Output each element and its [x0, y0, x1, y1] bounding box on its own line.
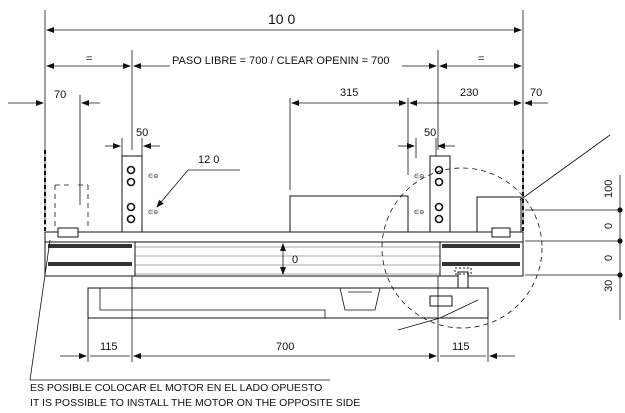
bracket-left: ∈⊖ ∈⊖: [121, 155, 158, 233]
equal-right-label: =: [478, 53, 484, 65]
bracket-right-glyph-2: ∈⊖: [414, 209, 424, 216]
dim-115-left-label: 115: [100, 341, 118, 353]
detail-circle: [381, 134, 611, 331]
dim-120-leader: 12 0: [156, 154, 240, 208]
dim-right-chain: 315 230 70: [289, 87, 548, 190]
bracket-left-glyph: ∈⊖: [148, 173, 158, 180]
equal-left-label: =: [86, 53, 92, 65]
clear-opening-dimension: PASO LIBRE = 700 / CLEAR OPENIN = 700 = …: [46, 50, 522, 150]
note-spanish: ES POSIBLE COLOCAR EL MOTOR EN EL LADO O…: [30, 382, 322, 394]
dim-120-label: 12 0: [198, 154, 219, 166]
dim-700-label: 700: [276, 341, 294, 353]
dim-230-label: 230: [460, 87, 478, 99]
dim-50-left: 50: [105, 127, 160, 158]
clear-opening-label: PASO LIBRE = 700 / CLEAR OPENIN = 700: [172, 55, 389, 67]
bracket-left-glyph-2: ∈⊖: [148, 209, 158, 216]
dim-70-right-label: 70: [530, 87, 542, 99]
bracket-right: ∈⊖ ∈⊖: [414, 155, 451, 233]
dim-50-right-label: 50: [424, 127, 436, 139]
note-english: IT IS POSSIBLE TO INSTALL THE MOTOR ON T…: [30, 397, 360, 409]
dim-70-left: 70: [8, 89, 100, 205]
dim-0-a-label: 0: [603, 223, 615, 229]
dim-center-0: 0: [280, 243, 298, 275]
bottom-dimension-chain: 115 700 115: [60, 276, 515, 362]
note-leader: [29, 239, 330, 381]
motor-housing: [289, 195, 522, 233]
overall-width-label: 10 0: [268, 11, 295, 27]
dim-100-label: 100: [603, 180, 615, 198]
bracket-right-glyph: ∈⊖: [414, 173, 424, 180]
dim-70-left-label: 70: [54, 89, 66, 101]
right-vertical-dims: 100 0 0 30: [525, 175, 623, 320]
dim-115-right-label: 115: [452, 341, 470, 353]
dashed-posts: [44, 150, 524, 232]
dim-center-0-label: 0: [292, 254, 298, 266]
dim-50-left-label: 50: [136, 127, 148, 139]
dim-0-b-label: 0: [603, 255, 615, 261]
overall-width-dimension: 10 0: [44, 10, 524, 225]
dim-315-label: 315: [340, 87, 358, 99]
dim-30-label: 30: [603, 280, 615, 292]
dim-50-right: 50: [398, 127, 455, 158]
gate-rail: [44, 227, 524, 277]
